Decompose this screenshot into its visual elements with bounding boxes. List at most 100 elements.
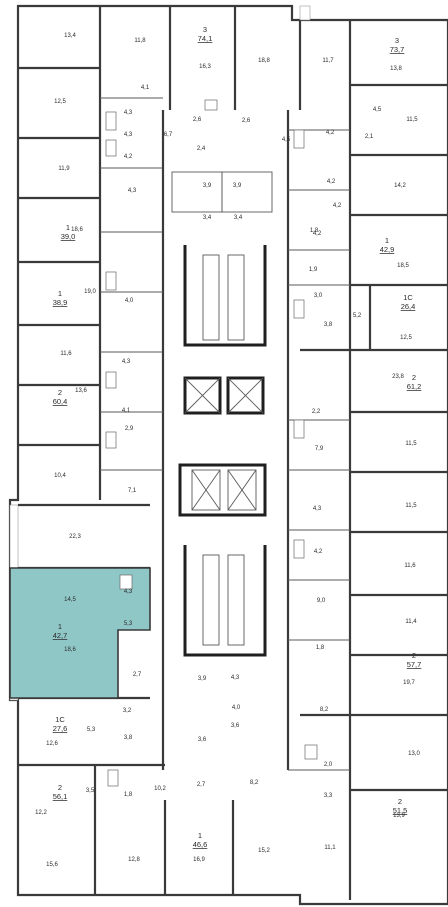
- apartment-rooms-label: 2: [58, 388, 62, 397]
- room-area-label: 13,4: [64, 33, 76, 39]
- apartment-area-label: 27,6: [53, 724, 68, 733]
- room-area-label: 13,0: [408, 751, 420, 757]
- room-area-label: 18,5: [397, 263, 409, 269]
- room-area-label: 7,1: [128, 488, 137, 494]
- room-area-label: 4,3: [128, 188, 137, 194]
- room-area-label: 11,8: [134, 38, 146, 44]
- room-area-label: 9,0: [317, 598, 326, 604]
- room-area-label: 5,2: [353, 313, 362, 319]
- room-area-label: 1,9: [309, 267, 318, 273]
- room-area-label: 12,8: [128, 857, 140, 863]
- room-area-label: 14,2: [394, 183, 406, 189]
- room-area-label: 4,2: [333, 203, 342, 209]
- room-area-label: 5,3: [124, 621, 133, 627]
- apartment-area-label: 57,7: [407, 660, 422, 669]
- room-area-label: 18,8: [258, 58, 270, 64]
- apartment-rooms-label: 1С: [403, 293, 413, 302]
- room-area-label: 4,2: [313, 231, 322, 237]
- room-area-label: 11,9: [58, 166, 70, 172]
- room-area-label: 4,0: [232, 705, 241, 711]
- room-area-label: 14,5: [64, 597, 76, 603]
- room-area-label: 13,6: [75, 388, 87, 394]
- room-area-label: 13,9: [393, 813, 405, 819]
- room-area-label: 11,5: [405, 503, 417, 509]
- room-area-label: 22,3: [69, 534, 81, 540]
- room-area-label: 2,7: [133, 672, 142, 678]
- room-area-label: 1,8: [124, 792, 133, 798]
- room-area-label: 3,9: [198, 676, 207, 682]
- room-area-label: 11,4: [405, 619, 417, 625]
- room-area-label: 12,2: [35, 810, 47, 816]
- room-area-label: 16,3: [199, 64, 211, 70]
- room-area-label: 10,4: [54, 473, 66, 479]
- right-partitions: [288, 20, 448, 900]
- room-area-label: 4,3: [124, 132, 133, 138]
- apartment-area-label: 74,1: [198, 34, 213, 43]
- room-area-label: 3,6: [198, 737, 207, 743]
- apartment-area-label: 73,7: [390, 45, 405, 54]
- room-area-label: 3,9: [233, 183, 242, 189]
- room-area-label: 1,8: [316, 645, 325, 651]
- room-area-label: 18,6: [64, 647, 76, 653]
- room-area-label: 4,2: [314, 549, 323, 555]
- apartment-rooms-label: 2: [398, 797, 402, 806]
- apartment-area-label: 51,5: [393, 806, 408, 815]
- highlighted-apartment[interactable]: [9, 567, 151, 699]
- room-area-label: 4,3: [313, 506, 322, 512]
- room-area-label: 4,1: [122, 408, 131, 414]
- room-area-label: 4,3: [122, 359, 131, 365]
- room-area-label: 2,9: [125, 426, 134, 432]
- room-area-label: 3,5: [86, 788, 95, 794]
- bathroom-fixtures: [105, 99, 318, 787]
- room-area-label: 3,3: [324, 793, 333, 799]
- room-area-label: 11,5: [405, 441, 417, 447]
- room-area-label: 2,6: [242, 118, 251, 124]
- room-area-label: 2,6: [193, 117, 202, 123]
- room-area-label: 11,6: [60, 351, 72, 357]
- apartment-rooms-label: 1С: [55, 715, 65, 724]
- room-area-label: 4,5: [373, 107, 382, 113]
- room-area-label: 4,3: [231, 675, 240, 681]
- building-outline: [8, 4, 448, 906]
- room-area-label: 3,4: [234, 215, 243, 221]
- room-area-label: 12,6: [46, 741, 58, 747]
- apartment-rooms-label: 1: [66, 223, 70, 232]
- room-area-label: 6,7: [164, 132, 173, 138]
- apartment-area-label: 61,2: [407, 382, 422, 391]
- room-area-label: 18,6: [71, 227, 83, 233]
- room-area-label: 1,8: [310, 228, 319, 234]
- apartment-area-label: 60,4: [53, 397, 68, 406]
- room-area-label: 4,1: [141, 85, 150, 91]
- room-area-label: 11,5: [406, 117, 418, 123]
- room-area-label: 3,0: [314, 293, 323, 299]
- room-area-label: 2,7: [197, 782, 206, 788]
- room-area-label: 2,2: [312, 409, 321, 415]
- room-area-label: 4,3: [124, 110, 133, 116]
- room-area-label: 2,1: [365, 134, 374, 140]
- apartment-area-label: 39,0: [61, 232, 76, 241]
- room-area-label: 11,6: [404, 563, 416, 569]
- room-area-label: 3,4: [203, 215, 212, 221]
- room-area-label: 8,2: [250, 780, 259, 786]
- room-area-label: 4,2: [124, 154, 133, 160]
- room-area-label: 16,9: [193, 857, 205, 863]
- apartment-rooms-label: 2: [412, 651, 416, 660]
- apartment-rooms-label: 1: [385, 236, 389, 245]
- apartment-rooms-label: 3: [395, 36, 399, 45]
- room-area-label: 3,8: [324, 322, 333, 328]
- apartment-area-label: 42,9: [380, 245, 395, 254]
- service-core: [171, 171, 273, 657]
- apartment-rooms-label: 2: [412, 373, 416, 382]
- room-area-label: 2,0: [324, 762, 333, 768]
- room-area-label: 15,6: [46, 862, 58, 868]
- room-area-label: 5,3: [87, 727, 96, 733]
- window-notch: [299, 5, 311, 21]
- room-area-label: 2,4: [197, 146, 206, 152]
- room-area-label: 8,2: [320, 707, 329, 713]
- room-area-label: 3,9: [203, 183, 212, 189]
- apartment-area-label: 26,4: [401, 302, 416, 311]
- room-area-label: 11,7: [322, 58, 334, 64]
- apartment-rooms-label: 1: [198, 831, 202, 840]
- room-area-label: 13,8: [390, 66, 402, 72]
